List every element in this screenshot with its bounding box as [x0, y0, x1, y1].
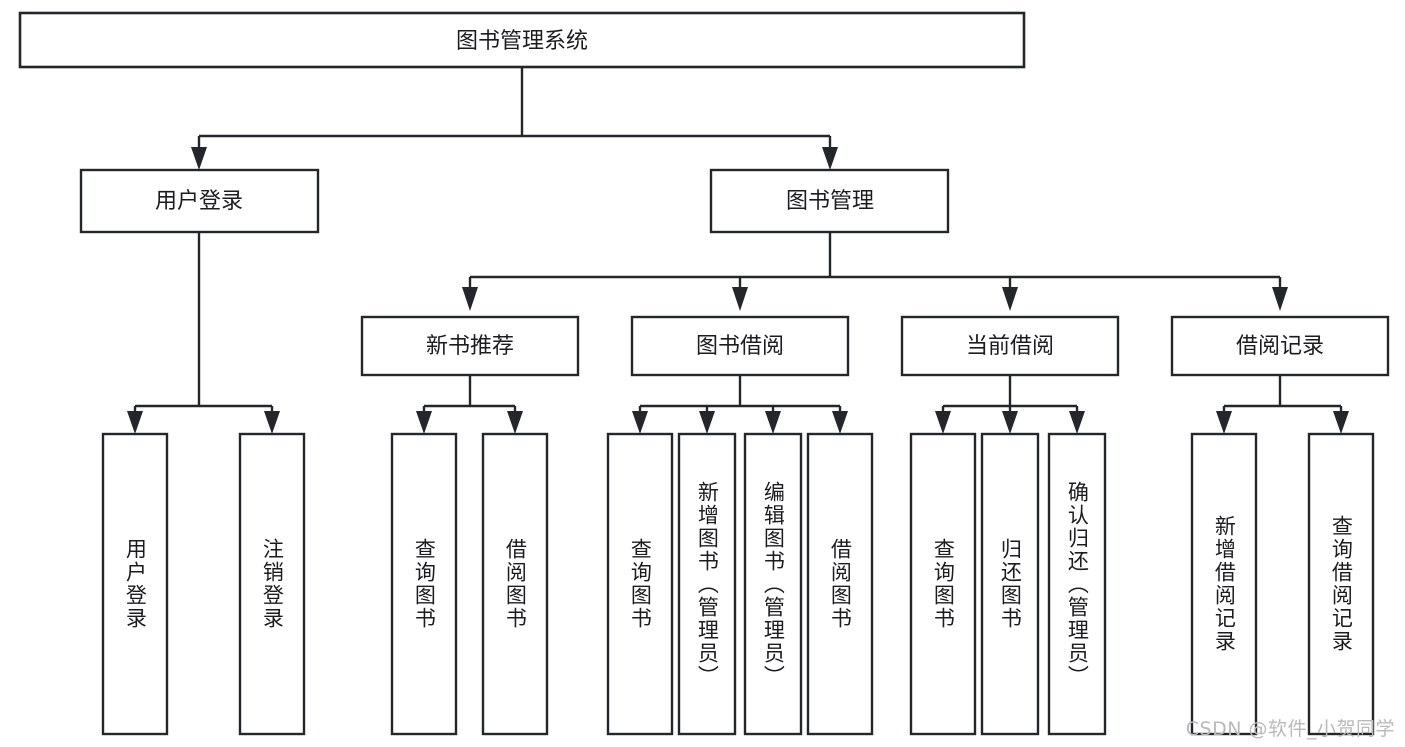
node-label-root: 图书管理系统 [456, 29, 588, 54]
node-box-borrow-record[interactable] [1170, 315, 1390, 377]
node-label-new-book-recommend: 新书推荐 [426, 334, 514, 359]
arrow-book-borrow-leaf-1 [632, 411, 648, 434]
arrow-book-borrow-leaf-2 [699, 411, 715, 434]
node-box-current-borrow[interactable] [900, 315, 1120, 377]
node-box-leaf-user-login-1[interactable] [101, 432, 169, 736]
arrow-book-borrow-leaf-3 [765, 411, 781, 434]
arrow-current-borrow-leaf-1 [935, 411, 951, 434]
arrow-borrow-record-leaf-1 [1216, 411, 1232, 434]
node-box-book-management[interactable] [709, 168, 950, 234]
arrow-borrow-record-leaf-2 [1333, 411, 1349, 434]
arrow-root-to-user-login [191, 147, 207, 170]
node-label-book-borrow: 图书借阅 [696, 334, 784, 359]
node-box-leaf-book-borrow-4[interactable] [806, 432, 874, 736]
arrow-new-book-leaf-2 [507, 411, 523, 434]
node-box-leaf-book-borrow-3[interactable] [743, 432, 803, 736]
node-label-current-borrow: 当前借阅 [966, 334, 1054, 359]
node-box-leaf-new-book-2[interactable] [481, 432, 549, 736]
node-label-book-management: 图书管理 [786, 189, 874, 214]
arrow-book-mgmt-to-book-borrow [732, 287, 748, 311]
node-box-leaf-borrow-record-1[interactable] [1190, 432, 1258, 736]
node-box-leaf-book-borrow-1[interactable] [606, 432, 674, 736]
node-box-leaf-current-borrow-3[interactable] [1047, 432, 1107, 736]
arrow-book-mgmt-to-borrow-record [1272, 287, 1288, 311]
arrow-user-login-leaf-2 [264, 411, 280, 434]
arrow-book-borrow-leaf-4 [832, 411, 848, 434]
arrow-current-borrow-leaf-2 [1002, 411, 1018, 434]
arrow-book-mgmt-to-current-borrow [1002, 287, 1018, 311]
node-box-leaf-current-borrow-2[interactable] [980, 432, 1040, 736]
connector-layer [127, 67, 1349, 434]
node-box-leaf-new-book-1[interactable] [390, 432, 458, 736]
node-box-new-book-recommend[interactable] [360, 315, 580, 377]
node-box-leaf-user-login-2[interactable] [238, 432, 306, 736]
node-box-leaf-borrow-record-2[interactable] [1307, 432, 1375, 736]
arrow-user-login-leaf-1 [127, 411, 143, 434]
node-box-leaf-current-borrow-1[interactable] [909, 432, 977, 736]
arrow-current-borrow-leaf-3 [1069, 411, 1085, 434]
node-layer: 图书管理系统 用户登录 图书管理 新书推荐 图书借阅 当前借阅 借阅记录 [18, 11, 1390, 736]
node-box-leaf-book-borrow-2[interactable] [677, 432, 737, 736]
arrow-book-mgmt-to-new-book [462, 287, 478, 311]
node-label-borrow-record: 借阅记录 [1236, 334, 1324, 359]
node-box-root[interactable] [18, 11, 1026, 69]
node-box-user-login[interactable] [79, 168, 320, 234]
arrow-new-book-leaf-1 [416, 411, 432, 434]
node-label-user-login: 用户登录 [155, 189, 243, 214]
node-box-book-borrow[interactable] [630, 315, 850, 377]
arrow-root-to-book-mgmt [822, 147, 838, 170]
